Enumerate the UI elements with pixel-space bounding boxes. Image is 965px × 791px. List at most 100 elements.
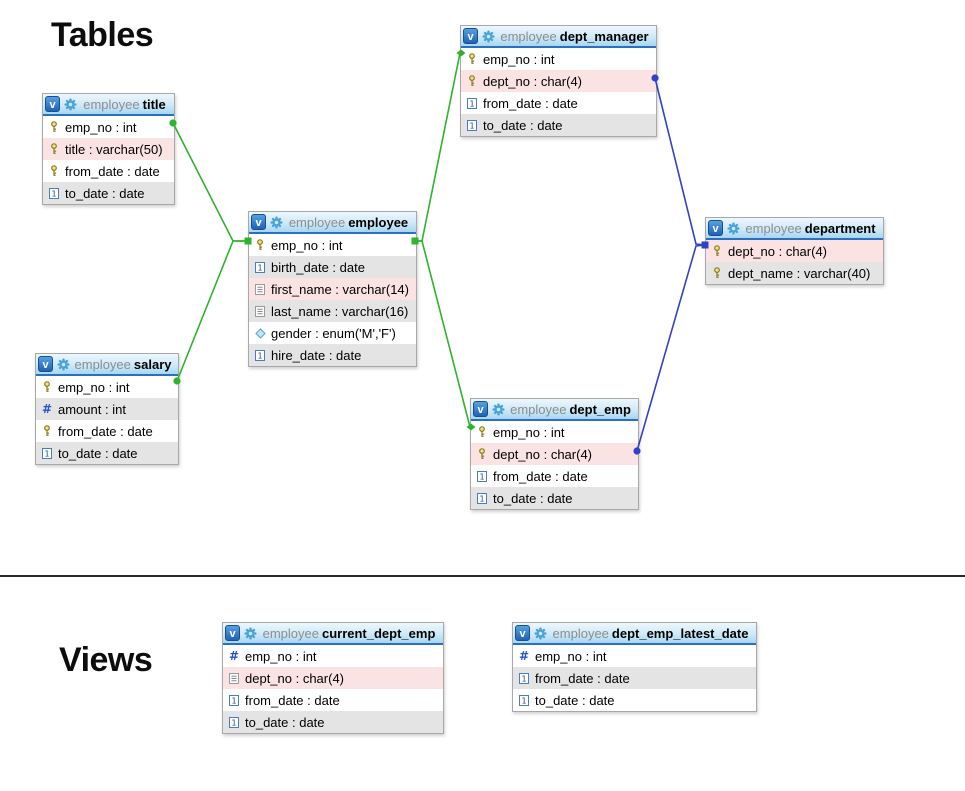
column-row-current_dept_emp: #emp_no : int [223,645,443,667]
text-icon [227,672,241,684]
view-toggle-badge-icon[interactable]: v [515,625,530,641]
column-label: to_date : date [535,692,615,708]
column-row-current_dept_emp: 1 to_date : date [223,711,443,733]
view-toggle-badge-icon[interactable]: v [708,220,723,236]
table-options-gear-icon[interactable] [244,626,257,640]
gear-icon [492,402,505,416]
table-options-gear-icon[interactable] [482,29,495,43]
enum-icon [253,327,267,339]
column-row-dept_emp_latest_date: #emp_no : int [513,645,756,667]
date-icon: 1 [475,492,489,504]
column-row-employee: last_name : varchar(16) [249,300,416,322]
date-icon: 1 [517,672,531,684]
column-label: amount : int [58,401,126,417]
text-icon [253,283,267,295]
key-icon [710,267,724,279]
svg-text:1: 1 [469,99,474,108]
column-label: emp_no : int [483,51,555,67]
column-label: from_date : date [58,423,153,439]
column-row-salary: 1 to_date : date [36,442,178,464]
svg-text:1: 1 [231,718,236,727]
column-row-dept_manager: dept_no : char(4) [461,70,656,92]
column-label: first_name : varchar(14) [271,281,409,297]
view-toggle-badge-icon[interactable]: v [251,214,266,230]
relation-line-salary-employee [176,240,248,382]
view-toggle-badge-icon[interactable]: v [473,401,488,417]
num-icon: # [228,649,240,663]
column-label: to_date : date [58,445,138,461]
column-row-department: dept_name : varchar(40) [706,262,883,284]
date-icon: 1 [227,694,241,706]
view-toggle-badge-icon[interactable]: v [45,96,60,112]
column-row-dept_emp: emp_no : int [471,421,638,443]
schema-name: employee [74,356,131,372]
table-options-gear-icon[interactable] [270,215,283,229]
column-row-dept_emp: 1 to_date : date [471,487,638,509]
column-row-dept_emp: dept_no : char(4) [471,443,638,465]
column-label: dept_no : char(4) [483,73,583,89]
schema-name: employee [510,401,567,417]
key-icon [465,75,479,87]
column-label: to_date : date [245,714,325,730]
column-label: from_date : date [245,692,340,708]
svg-text:1: 1 [521,674,526,683]
svg-text:1: 1 [479,472,484,481]
date-icon: 1 [40,447,54,459]
table-name: employee [348,214,409,230]
table-options-gear-icon[interactable] [57,357,70,371]
text-icon [253,305,267,317]
tables-section-heading: Tables [51,16,154,54]
gear-icon [534,626,547,640]
schema-name: employee [745,220,802,236]
column-label: hire_date : date [271,347,362,363]
key-icon [253,239,267,251]
view-toggle-badge-icon[interactable]: v [463,28,478,44]
table-options-gear-icon[interactable] [492,402,505,416]
key-icon [47,143,61,155]
column-label: gender : enum('M','F') [271,325,396,341]
view-toggle-badge-icon[interactable]: v [38,356,53,372]
view-toggle-badge-icon[interactable]: v [225,625,240,641]
table-options-gear-icon[interactable] [534,626,547,640]
gear-icon [270,215,283,229]
num-icon: # [518,649,530,663]
column-label: emp_no : int [493,424,565,440]
key-icon [47,121,61,133]
svg-text:1: 1 [479,494,484,503]
table-name: salary [133,356,172,372]
table-options-gear-icon[interactable] [64,97,77,111]
table-options-gear-icon[interactable] [727,221,740,235]
column-label: dept_name : varchar(40) [728,265,871,281]
column-row-employee: first_name : varchar(14) [249,278,416,300]
date-icon: 1 [465,97,479,109]
column-row-title: emp_no : int [43,116,174,138]
column-row-employee: emp_no : int [249,234,416,256]
schema-name: employee [288,214,346,230]
column-row-salary: from_date : date [36,420,178,442]
column-label: to_date : date [493,490,573,506]
key-icon [465,53,479,65]
table-name: dept_emp_latest_date [611,625,749,641]
